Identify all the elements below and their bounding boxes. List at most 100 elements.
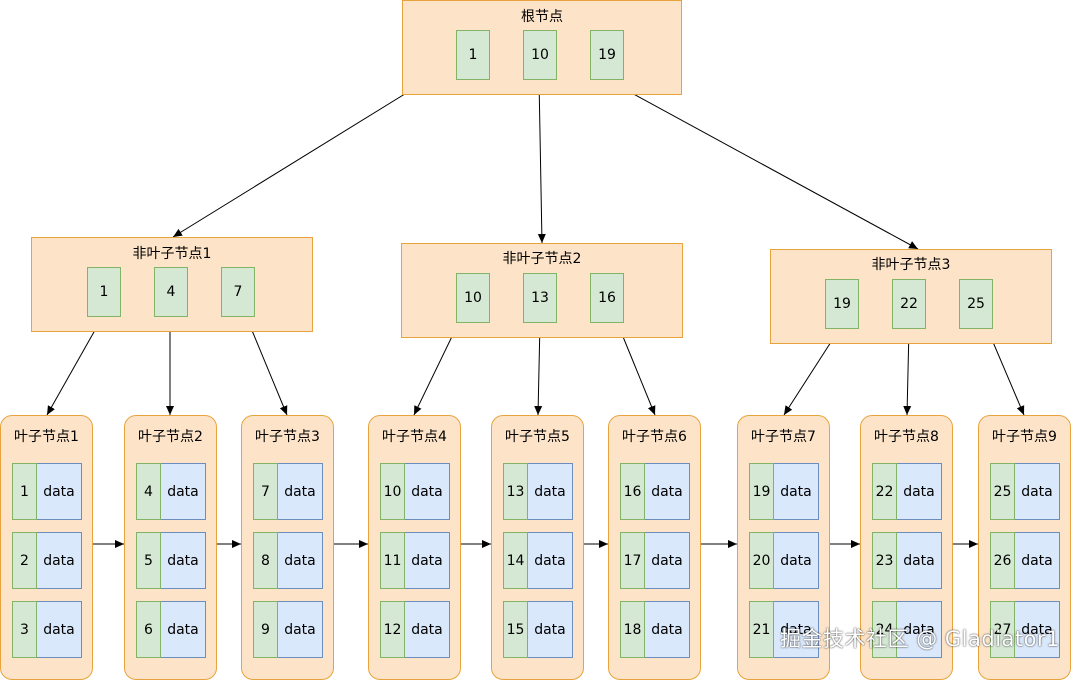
- entry-key: 15: [503, 601, 528, 658]
- internal-key: 4: [154, 267, 188, 317]
- entry-key: 22: [872, 463, 897, 520]
- entry-key: 5: [136, 532, 161, 589]
- entry-data: data: [1015, 532, 1060, 589]
- entry-key: 1: [12, 463, 37, 520]
- internal-node-3: 非叶子节点3 19 22 25: [770, 249, 1052, 344]
- internal-key: 22: [892, 279, 926, 329]
- entry-key: 21: [749, 601, 774, 658]
- leaf-node-title: 叶子节点9: [992, 429, 1057, 445]
- entry-key: 3: [12, 601, 37, 658]
- entry-data: data: [645, 532, 690, 589]
- entry-data: data: [774, 601, 819, 658]
- entry-data: data: [774, 463, 819, 520]
- entry-data: data: [897, 601, 942, 658]
- internal-node-title: 非叶子节点1: [132, 246, 212, 262]
- entry-key: 24: [872, 601, 897, 658]
- leaf-node-title: 叶子节点7: [751, 429, 816, 445]
- internal-node-1: 非叶子节点1 1 4 7: [31, 237, 313, 332]
- entry-key: 6: [136, 601, 161, 658]
- leaf-node-title: 叶子节点4: [382, 429, 447, 445]
- entry-data: data: [405, 532, 450, 589]
- entry-data: data: [37, 532, 82, 589]
- entry-data: data: [278, 601, 323, 658]
- entry-data: data: [278, 463, 323, 520]
- internal-node-title: 非叶子节点3: [871, 257, 951, 273]
- root-node: 根节点 1 10 19: [402, 0, 682, 95]
- watermark: 掘金技术社区 @ Gladiator1: [780, 627, 1060, 651]
- entry-key: 11: [380, 532, 405, 589]
- entry-key: 8: [253, 532, 278, 589]
- entry-data: data: [897, 463, 942, 520]
- entry-data: data: [37, 463, 82, 520]
- entry-key: 18: [620, 601, 645, 658]
- entry-data: data: [528, 463, 573, 520]
- leaf-node-title: 叶子节点8: [874, 429, 939, 445]
- internal-key: 7: [221, 267, 255, 317]
- leaf-node-title: 叶子节点3: [255, 429, 320, 445]
- entry-key: 14: [503, 532, 528, 589]
- entry-data: data: [774, 532, 819, 589]
- entry-data: data: [37, 601, 82, 658]
- internal-node-2: 非叶子节点2 10 13 16: [401, 243, 683, 338]
- entry-key: 27: [990, 601, 1015, 658]
- root-key: 10: [523, 30, 557, 80]
- edge-root-to-internal-2: [537, 78, 546, 244]
- internal-node-title: 非叶子节点2: [502, 251, 582, 267]
- entry-data: data: [161, 601, 206, 658]
- entry-key: 4: [136, 463, 161, 520]
- entry-data: data: [645, 601, 690, 658]
- internal-key: 25: [959, 279, 993, 329]
- entry-key: 2: [12, 532, 37, 589]
- entry-data: data: [1015, 601, 1060, 658]
- entry-key: 25: [990, 463, 1015, 520]
- entry-key: 7: [253, 463, 278, 520]
- entry-data: data: [528, 532, 573, 589]
- entry-data: data: [897, 532, 942, 589]
- internal-key: 1: [87, 267, 121, 317]
- entry-key: 23: [872, 532, 897, 589]
- internal-key: 16: [590, 273, 624, 323]
- entry-key: 20: [749, 532, 774, 589]
- entry-data: data: [161, 463, 206, 520]
- entry-key: 9: [253, 601, 278, 658]
- entry-data: data: [645, 463, 690, 520]
- entry-key: 12: [380, 601, 405, 658]
- entry-data: data: [1015, 463, 1060, 520]
- entry-data: data: [528, 601, 573, 658]
- root-key: 19: [590, 30, 624, 80]
- edge-internal-1-to-leaf-3: [245, 315, 288, 416]
- entry-key: 26: [990, 532, 1015, 589]
- entry-key: 19: [749, 463, 774, 520]
- leaf-node-title: 叶子节点5: [505, 429, 570, 445]
- entry-key: 16: [620, 463, 645, 520]
- leaf-node-title: 叶子节点1: [14, 429, 79, 445]
